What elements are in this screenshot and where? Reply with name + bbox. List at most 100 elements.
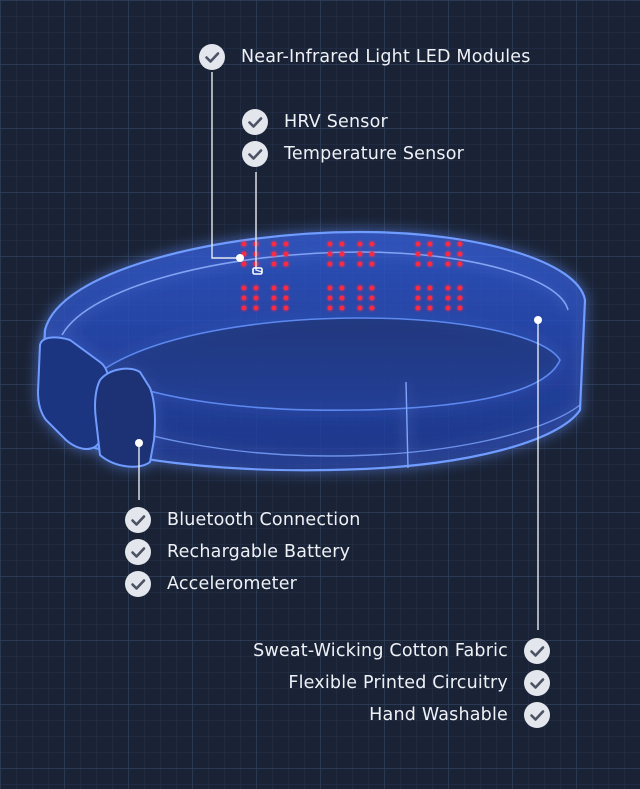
led-dot — [327, 261, 333, 267]
fabric-anchor-dot — [534, 316, 542, 324]
led-modules — [241, 241, 463, 311]
led-dot — [457, 295, 463, 301]
feature-fabric: Sweat-Wicking Cotton Fabric — [253, 637, 550, 665]
led-dot — [271, 295, 277, 301]
led-dot — [339, 285, 345, 291]
led-dot — [415, 261, 421, 267]
feature-label: Flexible Printed Circuitry — [288, 673, 508, 693]
feature-label: Hand Washable — [369, 705, 508, 725]
led-dot — [271, 241, 277, 247]
led-dot — [369, 261, 375, 267]
led-dot — [339, 261, 345, 267]
check-circle-icon — [199, 44, 225, 70]
led-dot — [369, 285, 375, 291]
check-circle-icon — [524, 702, 550, 728]
led-dot — [357, 251, 363, 257]
connector-led — [211, 72, 238, 259]
feature-label: Temperature Sensor — [284, 144, 465, 164]
led-dot — [427, 251, 433, 257]
led-dot — [369, 241, 375, 247]
led-dot — [283, 241, 289, 247]
led-dot — [445, 285, 451, 291]
led-dot — [445, 251, 451, 257]
led-dot — [339, 251, 345, 257]
feature-bluetooth: Bluetooth Connection — [125, 506, 361, 534]
module-anchor-dot — [135, 439, 143, 447]
led-dot — [415, 305, 421, 311]
feature-accelerometer: Accelerometer — [125, 570, 297, 598]
led-dot — [415, 285, 421, 291]
led-dot — [445, 305, 451, 311]
check-circle-icon — [125, 539, 151, 565]
led-dot — [369, 295, 375, 301]
led-dot — [283, 285, 289, 291]
led-dot — [283, 251, 289, 257]
connector-sensor — [255, 172, 263, 273]
check-circle-icon — [242, 109, 268, 135]
led-dot — [457, 241, 463, 247]
led-dot — [369, 251, 375, 257]
led-dot — [241, 285, 247, 291]
feature-hrv-sensor: HRV Sensor — [242, 108, 388, 136]
feature-label: HRV Sensor — [284, 112, 388, 132]
check-circle-icon — [125, 507, 151, 533]
feature-washable: Hand Washable — [369, 701, 550, 729]
led-dot — [445, 241, 451, 247]
led-dot — [271, 305, 277, 311]
check-circle-icon — [524, 670, 550, 696]
led-dot — [327, 251, 333, 257]
led-anchor-dot — [236, 254, 244, 262]
led-dot — [445, 295, 451, 301]
led-dot — [357, 261, 363, 267]
check-circle-icon — [524, 638, 550, 664]
led-dot — [457, 251, 463, 257]
led-dot — [357, 305, 363, 311]
led-dot — [427, 285, 433, 291]
connector-dots — [135, 254, 542, 447]
led-dot — [339, 305, 345, 311]
led-dot — [241, 305, 247, 311]
led-dot — [241, 295, 247, 301]
led-dot — [357, 285, 363, 291]
led-dot — [253, 295, 259, 301]
led-dot — [457, 305, 463, 311]
feature-label: Sweat-Wicking Cotton Fabric — [253, 641, 508, 661]
feature-label: Bluetooth Connection — [167, 510, 361, 530]
feature-temperature-sensor: Temperature Sensor — [242, 140, 464, 168]
led-dot — [327, 285, 333, 291]
led-dot — [327, 295, 333, 301]
led-dot — [457, 285, 463, 291]
feature-label: Near-Infrared Light LED Modules — [241, 47, 531, 67]
led-dot — [445, 261, 451, 267]
feature-battery: Rechargable Battery — [125, 538, 350, 566]
led-dot — [427, 241, 433, 247]
led-dot — [339, 241, 345, 247]
led-dot — [271, 261, 277, 267]
feature-led-modules: Near-Infrared Light LED Modules — [199, 43, 531, 71]
led-dot — [253, 285, 259, 291]
led-dot — [283, 295, 289, 301]
check-circle-icon — [242, 141, 268, 167]
led-dot — [253, 305, 259, 311]
led-dot — [241, 241, 247, 247]
led-dot — [427, 295, 433, 301]
connector-lines — [138, 72, 539, 630]
led-dot — [283, 305, 289, 311]
feature-label: Rechargable Battery — [167, 542, 351, 562]
led-dot — [271, 251, 277, 257]
led-dot — [241, 261, 247, 267]
led-dot — [327, 241, 333, 247]
sensor-anchor-dot — [252, 267, 263, 275]
check-circle-icon — [125, 571, 151, 597]
led-dot — [427, 305, 433, 311]
led-dot — [457, 261, 463, 267]
headband — [36, 230, 587, 472]
led-dot — [327, 305, 333, 311]
led-dot — [339, 295, 345, 301]
feature-circuitry: Flexible Printed Circuitry — [288, 669, 550, 697]
led-dot — [369, 305, 375, 311]
led-dot — [357, 295, 363, 301]
led-dot — [283, 261, 289, 267]
led-dot — [415, 295, 421, 301]
